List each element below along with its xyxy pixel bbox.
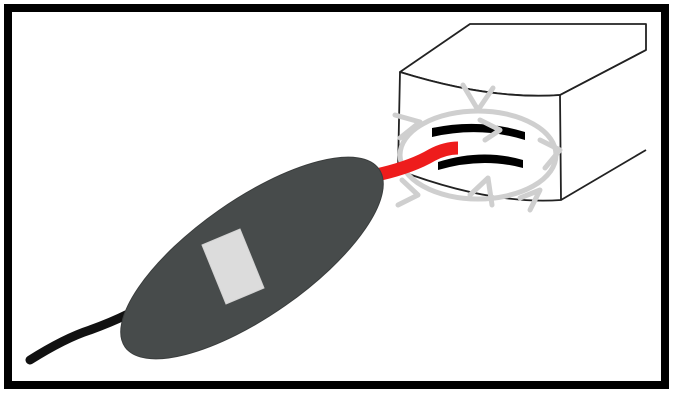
airflow-arrow-4 [537, 137, 563, 171]
vent-slot-upper [432, 123, 525, 140]
probe-tip [370, 141, 459, 183]
airflow-arrow-7 [517, 187, 543, 213]
probe-cable [25, 309, 133, 365]
airflow-arrow-6 [467, 175, 495, 208]
airflow-arrow-3 [477, 117, 503, 143]
vent-slot-lower [438, 154, 523, 170]
airflow-arrow-2 [460, 82, 496, 113]
probe-label-sticker [201, 228, 265, 305]
outlet-side-edge-top [559, 49, 647, 96]
illustration-frame [4, 4, 669, 389]
temperature-probe-icon [120, 156, 384, 360]
airflow-arrows-icon [392, 82, 563, 213]
air-outlet-icon [397, 23, 647, 202]
airflow-arrow-5 [395, 177, 421, 208]
outlet-side-edge-bottom [560, 149, 647, 201]
airflow-arrow-1 [392, 112, 423, 141]
